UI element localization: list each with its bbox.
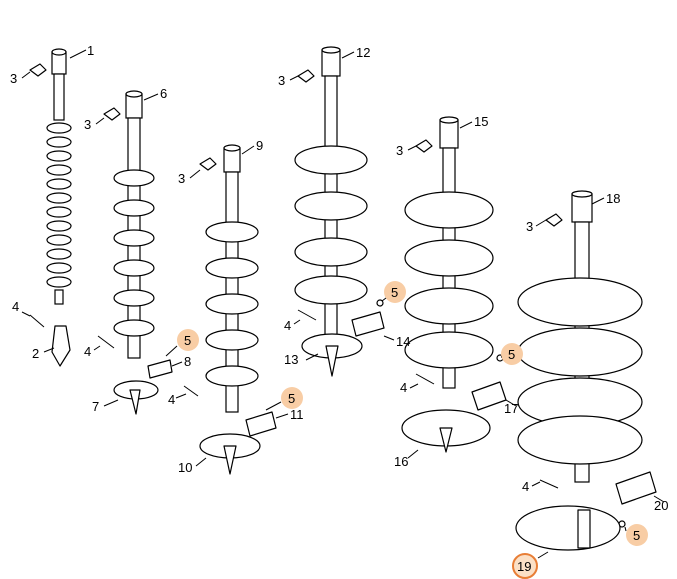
callout-3b: 3 bbox=[84, 117, 91, 132]
callout-9: 9 bbox=[256, 138, 263, 153]
leader-lines bbox=[21, 49, 665, 559]
callout-1: 1 bbox=[87, 43, 94, 58]
callout-17: 17 bbox=[504, 401, 518, 416]
callout-14: 14 bbox=[396, 334, 410, 349]
callout-4b: 4 bbox=[84, 344, 91, 359]
callout-5a: 5 bbox=[184, 333, 191, 348]
callout-18: 18 bbox=[606, 191, 620, 206]
callout-13: 13 bbox=[284, 352, 298, 367]
callout-3d: 3 bbox=[278, 73, 285, 88]
callout-5-highlight bbox=[177, 329, 199, 351]
auger-9 bbox=[199, 144, 277, 475]
callout-5-highlight bbox=[626, 524, 648, 546]
callout-5d: 5 bbox=[508, 347, 515, 362]
callout-11: 11 bbox=[290, 407, 304, 422]
callout-4a: 4 bbox=[12, 299, 19, 314]
callout-2: 2 bbox=[32, 346, 39, 361]
callout-5e: 5 bbox=[633, 528, 640, 543]
callout-labels: 1 3 4 2 6 3 4 8 7 4 9 3 11 10 12 3 4 14 … bbox=[10, 43, 668, 513]
callout-8: 8 bbox=[184, 354, 191, 369]
callout-15: 15 bbox=[474, 114, 488, 129]
auger-12 bbox=[294, 46, 385, 377]
callout-4e: 4 bbox=[400, 380, 407, 395]
callout-20: 20 bbox=[654, 498, 668, 513]
callout-5c: 5 bbox=[391, 285, 398, 300]
callout-3f: 3 bbox=[526, 219, 533, 234]
callout-7: 7 bbox=[92, 399, 99, 414]
callout-3a: 3 bbox=[10, 71, 17, 86]
callout-19: 19 bbox=[517, 559, 531, 574]
callout-4c: 4 bbox=[168, 392, 175, 407]
callout-3c: 3 bbox=[178, 171, 185, 186]
callout-5-highlight bbox=[501, 343, 523, 365]
auger-15 bbox=[401, 116, 507, 453]
auger-6 bbox=[97, 90, 199, 415]
callout-5b: 5 bbox=[288, 391, 295, 406]
callout-19-highlight bbox=[512, 553, 538, 579]
callout-12: 12 bbox=[356, 45, 370, 60]
callout-3e: 3 bbox=[396, 143, 403, 158]
callout-5-highlight bbox=[384, 281, 406, 303]
highlighted-callouts: 5 5 5 5 5 19 bbox=[165, 281, 648, 579]
callout-4f: 4 bbox=[522, 479, 529, 494]
auger-1 bbox=[29, 48, 72, 367]
callout-10: 10 bbox=[178, 460, 192, 475]
callout-6: 6 bbox=[160, 86, 167, 101]
auger-18 bbox=[515, 190, 657, 551]
callout-16: 16 bbox=[394, 454, 408, 469]
callout-4d: 4 bbox=[284, 318, 291, 333]
callout-5-highlight bbox=[281, 387, 303, 409]
